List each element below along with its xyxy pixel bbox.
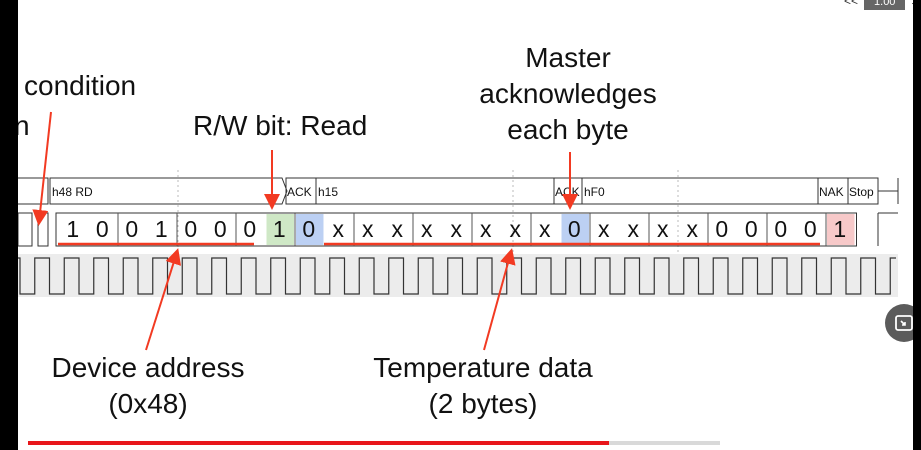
segment-nak-label: NAK: [819, 185, 844, 199]
bit-value: x: [539, 216, 551, 242]
segment-address-box: [49, 177, 288, 205]
bit-highlight: [827, 214, 855, 245]
segment-ack1-label: ACK: [287, 185, 312, 199]
picture-in-picture-icon: [895, 315, 913, 331]
annotation-master-ack-line1: Master: [525, 42, 611, 73]
annotation-partial-left: n: [18, 110, 30, 141]
bit-value: x: [628, 216, 640, 242]
annotation-device-address-line2: (0x48): [108, 388, 188, 419]
bit-value: 1: [273, 216, 286, 242]
bit-value: 1: [833, 216, 846, 242]
bit-value: 0: [214, 216, 227, 242]
bit-value: 0: [715, 216, 728, 242]
video-progress-played: [28, 441, 610, 445]
segment-address-label: h48 RD: [52, 185, 93, 199]
scl-waveform: [18, 257, 896, 295]
annotation-rw-bit: R/W bit: Read: [193, 110, 368, 141]
speed-increase-button[interactable]: >>: [911, 0, 913, 8]
bit-value: x: [362, 216, 374, 242]
bit-value: x: [333, 216, 345, 242]
arrow-device-address: [145, 248, 182, 351]
bit-highlight: [561, 214, 589, 245]
playback-speed-control: << 1.00 >>: [844, 0, 913, 10]
annotation-temperature-line2: (2 bytes): [428, 388, 538, 419]
annotation-master-ack-line3: each byte: [507, 114, 629, 145]
video-progress-bar[interactable]: [28, 441, 720, 445]
bit-value: 0: [96, 216, 109, 242]
bit-value: x: [392, 216, 404, 242]
bit-highlight: [296, 214, 324, 245]
segment-ack2-label: ACK: [555, 185, 580, 199]
bit-value: 1: [155, 216, 168, 242]
bit-value: 0: [804, 216, 817, 242]
annotation-condition: condition: [24, 70, 137, 101]
bit-value: x: [421, 216, 433, 242]
annotation-device-address-line1: Device address: [51, 352, 245, 383]
bit-value: 0: [184, 216, 197, 242]
annotation-arrows: [32, 111, 578, 351]
annotation-temperature-line1: Temperature data: [373, 352, 593, 383]
bit-value: 0: [568, 216, 581, 242]
bit-value: 0: [125, 216, 138, 242]
picture-in-picture-button[interactable]: [885, 304, 913, 342]
bit-highlight: [266, 214, 294, 245]
annotation-device-address: Device address (0x48): [28, 350, 268, 422]
segment-byte1-label: h15: [318, 185, 338, 199]
arrow-temperature-data: [483, 248, 516, 351]
bit-value: 0: [302, 216, 315, 242]
speed-decrease-button[interactable]: <<: [844, 0, 859, 8]
bit-value: 0: [774, 216, 787, 242]
bit-value: 1: [66, 216, 79, 242]
bit-value: x: [598, 216, 610, 242]
bit-value: x: [451, 216, 463, 242]
segment-byte1-box: [315, 177, 555, 205]
bit-value: x: [510, 216, 522, 242]
arrow-condition: [32, 111, 52, 226]
video-left-border: [0, 0, 18, 450]
speed-value: 1.00: [864, 0, 906, 10]
bit-value: x: [480, 216, 492, 242]
annotation-temperature-data: Temperature data (2 bytes): [348, 350, 618, 422]
bit-value: 0: [243, 216, 256, 242]
segment-byte2-label: hF0: [584, 185, 605, 199]
decoder-row: h48 RD ACK h15 ACK hF0 NAK Stop: [18, 177, 899, 205]
segment-stop-label: Stop: [849, 185, 874, 199]
bit-value: x: [657, 216, 669, 242]
video-frame: condition n R/W bit: Read Master acknowl…: [18, 0, 913, 450]
scl-clock-row: [18, 254, 898, 297]
bit-value: 0: [745, 216, 758, 242]
bit-value: x: [687, 216, 699, 242]
annotation-master-ack: Master acknowledges each byte: [448, 40, 688, 148]
segment-byte2-box: [581, 177, 819, 205]
annotation-master-ack-line2: acknowledges: [479, 78, 657, 109]
